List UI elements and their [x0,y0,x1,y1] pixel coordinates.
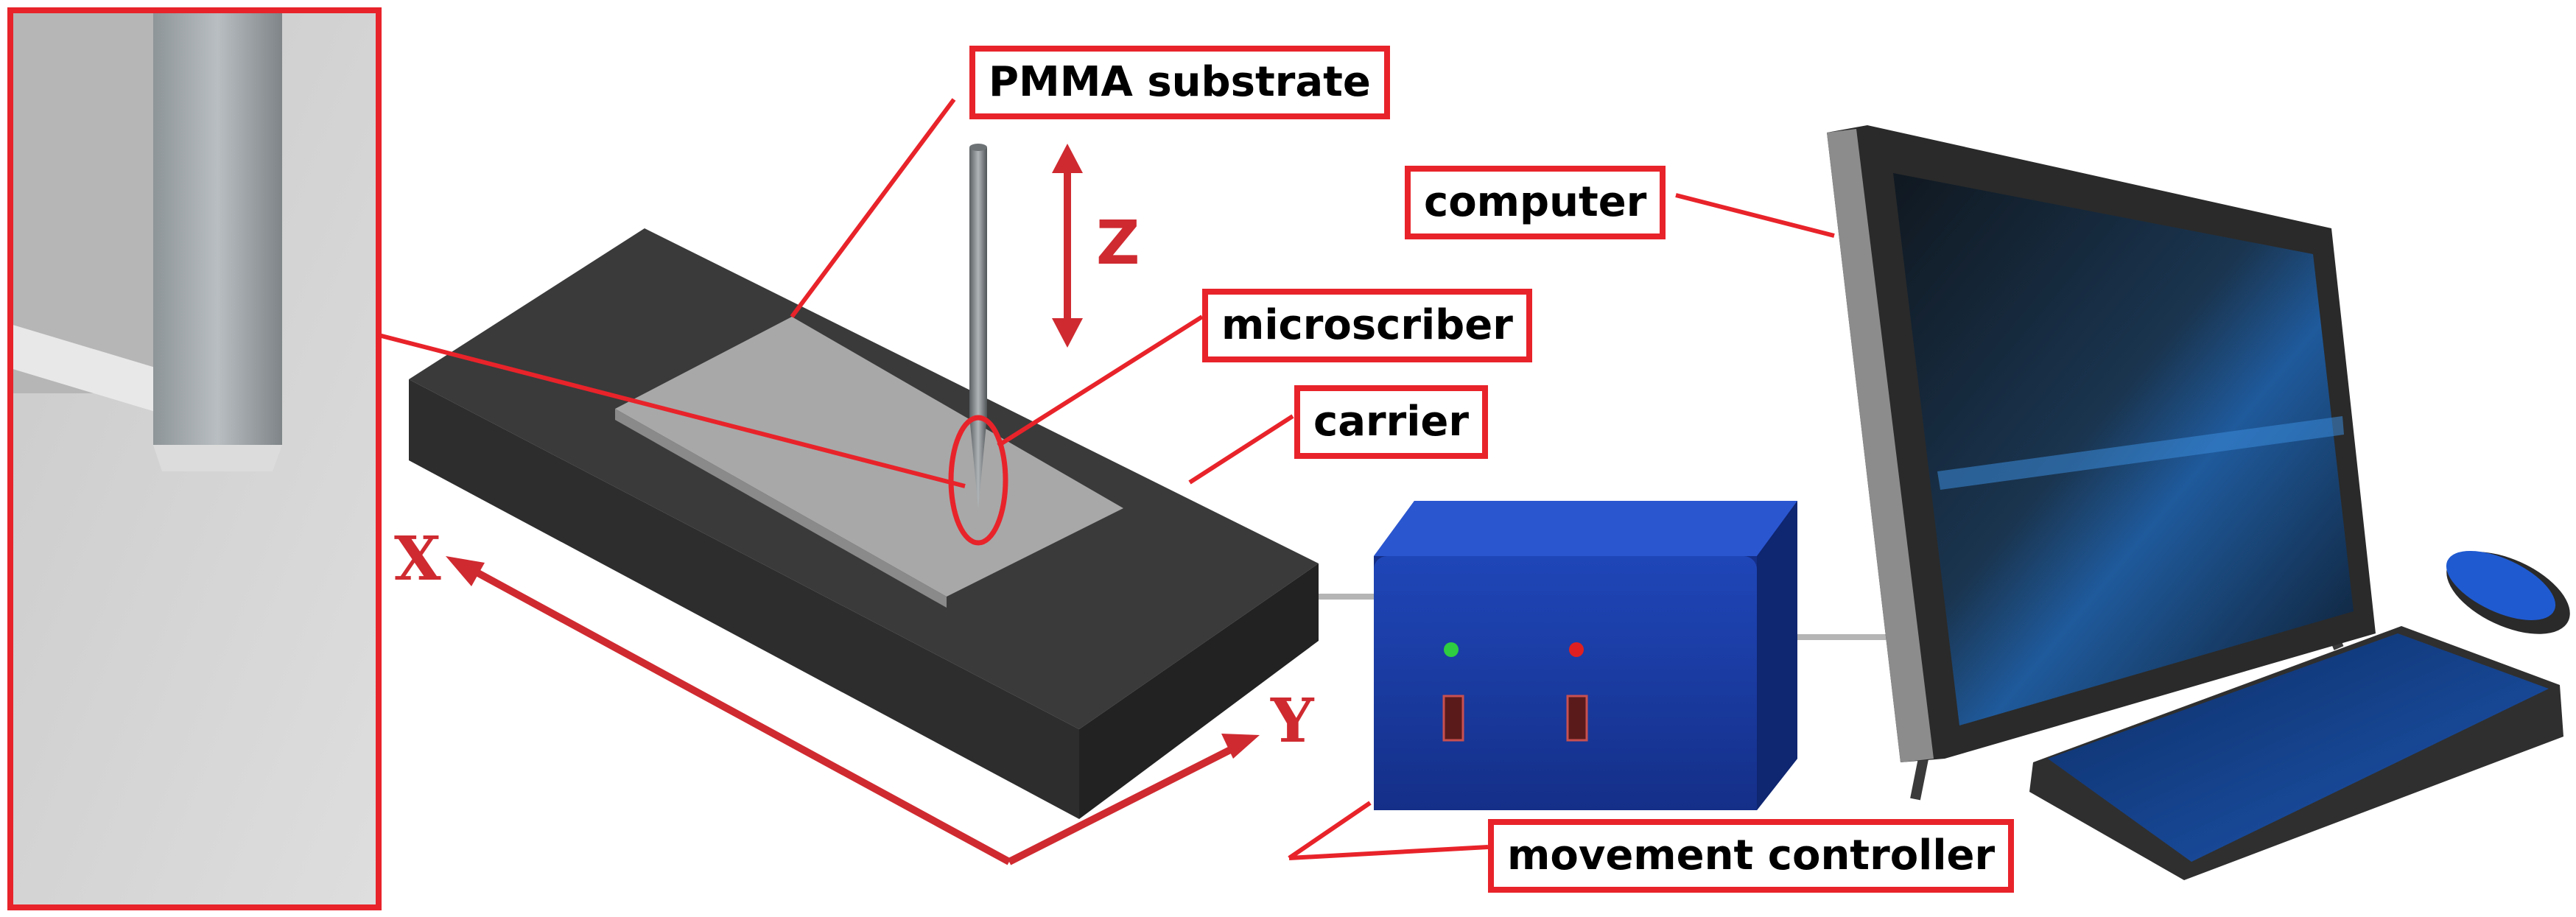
zoom-inset-shadow [10,10,154,393]
controller-top [1374,501,1797,556]
keyboard-keys [2048,633,2549,862]
axis-label-y: Y [1271,686,1314,756]
zoom-inset-substrate-edge [10,324,158,412]
axis-label-x: X [394,524,441,594]
led-green [1444,642,1459,657]
axis-label-z: Z [1096,208,1140,278]
controller-switch-left [1442,695,1464,742]
zoom-inset-tip-end [153,445,282,471]
led-red [1569,642,1584,657]
zoom-pointer-line [378,333,966,488]
xy-axis-arrows [446,556,1260,865]
tip-highlight-ellipse [948,415,1008,546]
z-axis-arrowhead-up [1052,144,1083,173]
controller-pointer-line-b [1288,845,1489,860]
needle-top [969,144,987,151]
carrier-front [409,379,1079,819]
controller-front [1374,556,1757,810]
z-axis-arrowhead-down [1052,318,1083,348]
carrier-pointer-line [1188,414,1294,485]
label-computer: computer [1405,166,1666,239]
carrier-side [1079,563,1319,819]
pointer-lines [378,98,1835,860]
screen-light-streak [1937,416,2344,490]
controller-switch-right [1566,695,1588,742]
label-carrier: carrier [1294,385,1489,459]
controller-side [1757,501,1797,810]
computer-mouse [2446,551,2570,634]
y-axis-arrowhead [1221,734,1260,759]
microscriber-pointer-line [997,315,1204,448]
zoom-inset-microscriber-tip [153,10,282,445]
x-axis-arrowhead [446,556,485,586]
microscriber-needle [969,144,987,508]
computer-keyboard [2029,626,2563,880]
label-microscriber: microscriber [1202,289,1532,362]
controller-pointer-line-a [1288,801,1372,860]
mouse-top [2446,551,2556,620]
computer-monitor [1827,125,2376,801]
pmma-pointer-line [790,98,956,318]
zoom-inset-frame [7,7,382,910]
monitor-edge [1827,129,1934,762]
movement-controller-box [1374,501,1797,810]
computer-pointer-line [1675,193,1835,238]
z-axis-arrow [1052,144,1083,348]
substrate-edge [615,409,947,608]
y-axis-line [1007,739,1247,865]
needle-tip [969,416,987,508]
zoom-inset [7,7,382,910]
needle-shaft [969,147,987,416]
label-movement-controller: movement controller [1488,819,2015,893]
x-axis-line [458,560,1011,865]
label-pmma-substrate: PMMA substrate [969,46,1390,119]
